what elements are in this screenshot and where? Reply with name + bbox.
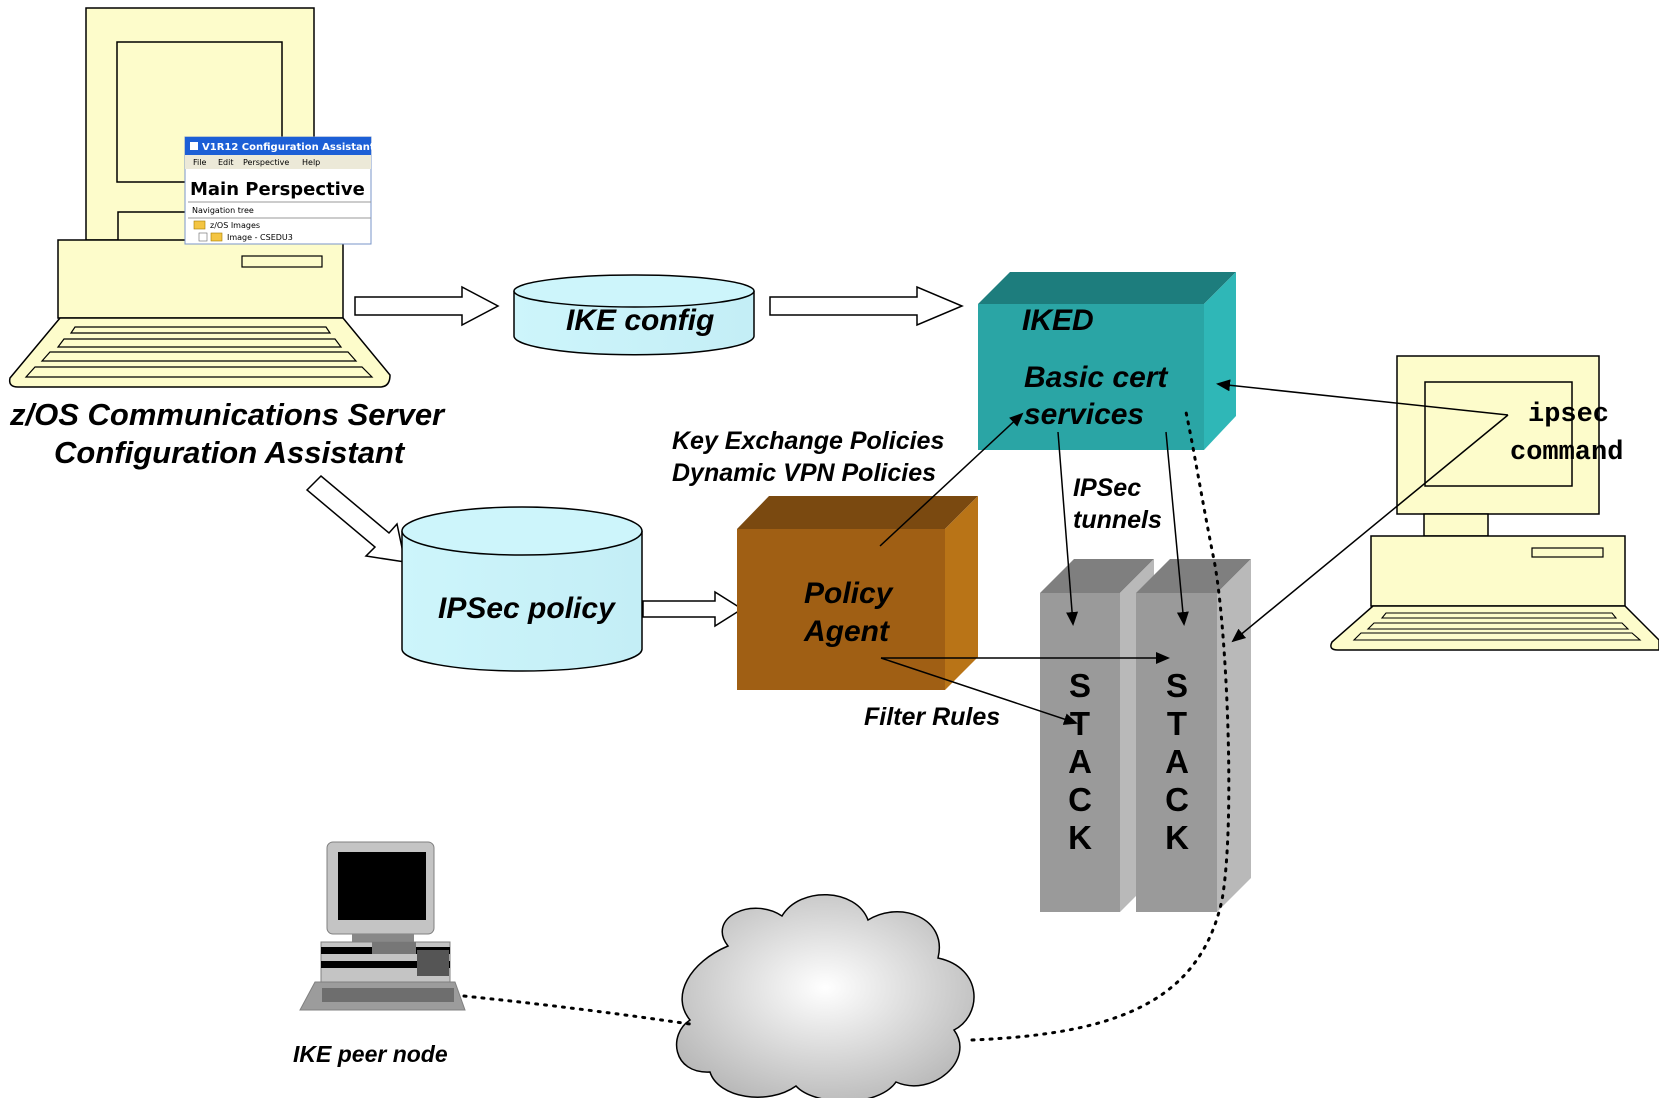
- ui-menu-file: File: [193, 158, 206, 167]
- stack-column-2: [1136, 559, 1251, 912]
- config-assistant-computer-icon: [8, 7, 391, 388]
- ipsec-tunnels-line1: IPSec: [1073, 474, 1141, 502]
- dotted-link-peer-to-cloud: [462, 994, 692, 1026]
- ike-peer-node-label: IKE peer node: [293, 1041, 448, 1067]
- stack-1-letter-k: K: [1068, 819, 1092, 856]
- key-exchange-policies-label: Key Exchange Policies: [672, 427, 944, 455]
- arrow-policy-agent-to-stack1: [880, 657, 1078, 725]
- config-assistant-window-thumbnail: V1R12 Configuration Assistant File Edit …: [184, 136, 375, 245]
- folder-icon: [210, 232, 223, 242]
- stack-2-letter-c: C: [1165, 781, 1189, 818]
- ipsec-tunnels-line2: tunnels: [1073, 506, 1162, 534]
- stack-1-letter-a: A: [1068, 743, 1092, 780]
- policy-agent-box: [737, 496, 978, 690]
- network-cloud-icon: [675, 894, 975, 1098]
- ui-menu-help: Help: [302, 158, 320, 167]
- tree-collapse-icon: [198, 232, 208, 242]
- ui-window-title: V1R12 Configuration Assistant: [202, 142, 375, 153]
- ipsec-policy-datastore: [401, 506, 643, 672]
- iked-title: IKED: [1022, 304, 1094, 337]
- stack-2-letter-k: K: [1165, 819, 1189, 856]
- ui-tree-item-image: Image - CSEDU3: [227, 233, 293, 242]
- ui-menu-edit: Edit: [218, 158, 234, 167]
- hollow-arrow-ike-config-to-iked: [769, 285, 964, 327]
- ipsec-policy-label: IPSec policy: [438, 592, 616, 625]
- ike-config-label: IKE config: [566, 304, 714, 337]
- stack-2-letter-a: A: [1165, 743, 1189, 780]
- arrow-iked-to-stack2: [1165, 431, 1189, 626]
- iked-line2: services: [1024, 398, 1144, 431]
- filter-rules-label: Filter Rules: [864, 703, 1000, 731]
- ui-navigation-tree-label: Navigation tree: [192, 206, 254, 215]
- ui-tree-item-zos-images: z/OS Images: [210, 221, 260, 230]
- ipsec-command-line1: ipsec: [1528, 400, 1609, 430]
- stack-1-letter-t: T: [1070, 705, 1090, 742]
- ui-main-perspective-heading: Main Perspective: [190, 179, 365, 200]
- policy-agent-line2: Agent: [803, 615, 891, 648]
- ipsec-command-line2: command: [1510, 438, 1623, 468]
- ike-peer-node-computer-icon: [299, 841, 466, 1011]
- dynamic-vpn-policies-label: Dynamic VPN Policies: [672, 459, 936, 487]
- arrow-iked-to-stack1: [1057, 431, 1079, 626]
- policy-agent-line1: Policy: [804, 577, 894, 610]
- stack-1-letter-c: C: [1068, 781, 1092, 818]
- arrow-policy-agent-to-iked: [879, 412, 1024, 547]
- hollow-arrow-ca-to-ipsec-policy: [305, 474, 406, 563]
- stack-1-letter-s: S: [1069, 667, 1091, 704]
- arrow-ipsec-command-to-stack: [1231, 414, 1509, 643]
- stack-2-letter-s: S: [1166, 667, 1188, 704]
- hollow-arrow-ipsec-policy-to-policy-agent: [642, 590, 744, 628]
- iked-line1: Basic cert: [1024, 361, 1169, 394]
- config-assistant-label-line2: Configuration Assistant: [54, 435, 406, 470]
- ui-menu-perspective: Perspective: [243, 158, 289, 167]
- ipsec-command-computer-icon: [1330, 355, 1659, 651]
- folder-icon: [193, 220, 206, 230]
- hollow-arrow-ca-to-ike-config: [354, 285, 500, 327]
- stack-2-letter-t: T: [1167, 705, 1187, 742]
- ike-config-datastore: [513, 274, 755, 356]
- arrow-ipsec-command-to-iked: [1216, 379, 1509, 416]
- dotted-link-cloud-to-iked: [970, 410, 1231, 1042]
- config-assistant-label-line1: z/OS Communications Server: [9, 397, 446, 432]
